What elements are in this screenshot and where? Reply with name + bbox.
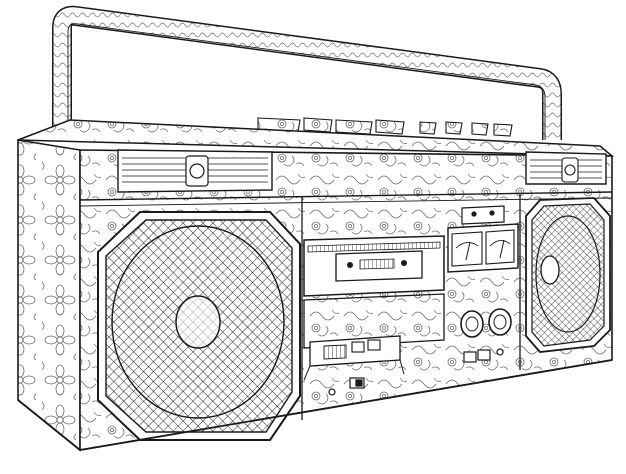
- right-tuner-window: [525, 151, 607, 185]
- carry-handle: [52, 5, 562, 140]
- cassette-deck-upper: [303, 235, 445, 297]
- large-octagonal-speaker: [97, 211, 301, 441]
- left-tuner-window: [117, 149, 273, 193]
- small-switches: [328, 348, 504, 396]
- knobs: [460, 308, 512, 338]
- cassette-deck-lower: [303, 293, 445, 381]
- top-face: [17, 119, 615, 157]
- left-side-panel: [17, 139, 81, 452]
- small-octagonal-speaker: [525, 197, 611, 353]
- vu-meters: [447, 205, 519, 273]
